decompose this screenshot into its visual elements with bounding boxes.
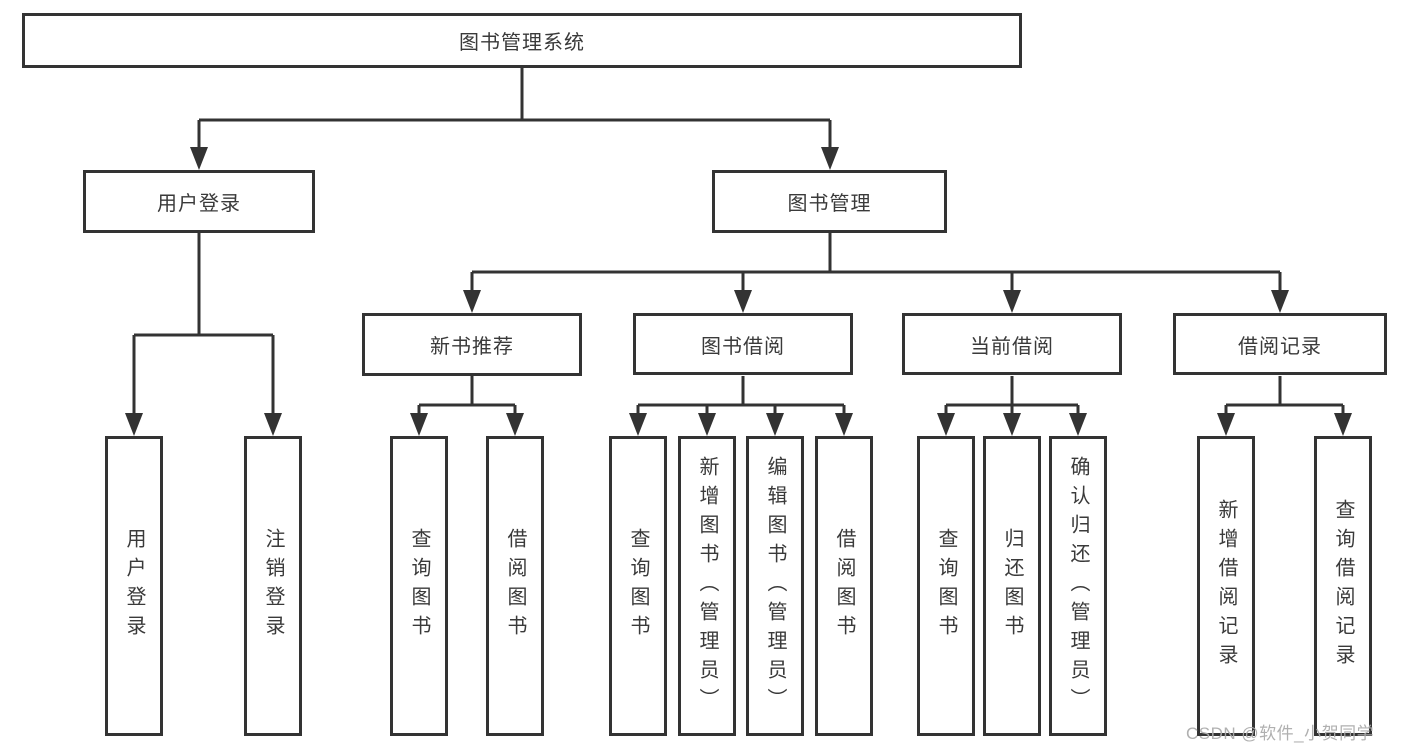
csdn-watermark: CSDN @软件_小贺同学 [1186,724,1375,743]
connector-current-to-leaves [944,376,1080,415]
node-label: 查询图书 [935,528,957,644]
node-label: 图书管理系统 [459,32,585,54]
node-borrow-records: 借阅记录 [1173,313,1387,375]
arrowhead-icon [821,147,839,170]
connector-root-to-level2 [197,68,832,149]
node-label: 借阅记录 [1238,335,1322,358]
node-label: 借阅图书 [833,528,855,644]
arrowhead-icon [629,413,647,436]
arrowhead-icon [766,413,784,436]
node-leaf-add-borrow-record: 新增借阅记录 [1197,436,1255,736]
node-label: 图书借阅 [701,335,785,358]
arrowhead-icon [1003,290,1021,313]
node-label: 编辑图书（管理员） [764,455,786,717]
connector-borrow-to-leaves [636,376,846,415]
arrowhead-icon [1003,413,1021,436]
arrowhead-icon [1069,413,1087,436]
node-label: 查询图书 [627,528,649,644]
node-leaf-user-login: 用户登录 [105,436,163,736]
node-label: 用户登录 [123,528,145,644]
node-label: 新增图书（管理员） [696,455,718,717]
arrowhead-icon [264,413,282,436]
arrowhead-icon [1217,413,1235,436]
connector-bookmgmt-to-level3 [470,233,1282,292]
node-label: 注销登录 [262,528,284,644]
node-leaf-return-book: 归还图书 [983,436,1041,736]
node-leaf-logout: 注销登录 [244,436,302,736]
node-book-management: 图书管理 [712,170,947,233]
arrowhead-icon [506,413,524,436]
node-leaf-query-books-current: 查询图书 [917,436,975,736]
node-leaf-query-books-borrow: 查询图书 [609,436,667,736]
node-label: 当前借阅 [970,335,1054,358]
node-label: 图书管理 [787,193,872,215]
arrowhead-icon [698,413,716,436]
node-leaf-query-borrow-record: 查询借阅记录 [1314,436,1372,736]
node-leaf-confirm-return-admin: 确认归还（管理员） [1049,436,1107,736]
arrowhead-icon [1271,290,1289,313]
arrowhead-icon [410,413,428,436]
node-label: 查询借阅记录 [1332,499,1354,673]
node-label: 借阅图书 [504,528,526,644]
node-label: 确认归还（管理员） [1067,455,1089,717]
arrowhead-icon [937,413,955,436]
node-label: 归还图书 [1001,528,1023,644]
node-leaf-query-books-newbooks: 查询图书 [390,436,448,736]
node-label: 新书推荐 [430,336,514,358]
node-label: 查询图书 [408,528,430,644]
connector-newbooks-to-leaves [417,376,517,415]
arrowhead-icon [125,413,143,436]
node-current-borrowing: 当前借阅 [902,313,1122,375]
node-book-borrowing: 图书借阅 [633,313,853,375]
node-label: 新增借阅记录 [1215,499,1237,673]
arrowhead-icon [734,290,752,313]
node-leaf-borrow-books-newbooks: 借阅图书 [486,436,544,736]
node-root-system: 图书管理系统 [22,13,1022,68]
arrowhead-icon [463,290,481,313]
node-leaf-edit-book-admin: 编辑图书（管理员） [746,436,804,736]
node-new-book-recommend: 新书推荐 [362,313,582,376]
node-user-login: 用户登录 [83,170,315,233]
arrowhead-icon [835,413,853,436]
arrowhead-icon [190,147,208,170]
connector-records-to-leaves [1224,376,1345,415]
node-leaf-add-book-admin: 新增图书（管理员） [678,436,736,736]
node-leaf-borrow-books-borrow: 借阅图书 [815,436,873,736]
node-label: 用户登录 [157,193,241,215]
connector-userlogin-to-leaves [132,233,275,415]
arrowhead-icon [1334,413,1352,436]
